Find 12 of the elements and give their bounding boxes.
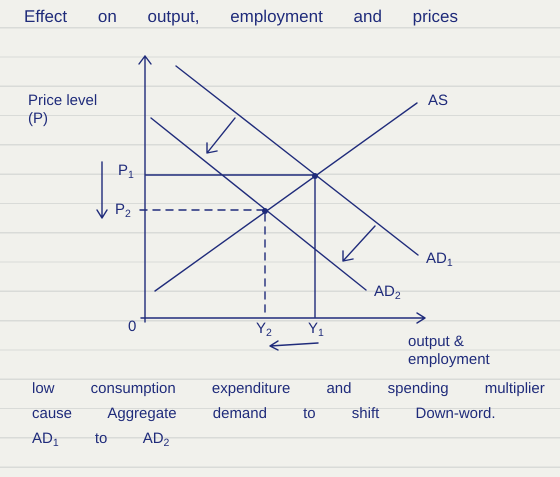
tick-label: P$_{2}$ bbox=[115, 201, 131, 219]
curve-label: AD$_{2}$ bbox=[374, 283, 401, 301]
tick-label: Y$_{2}$ bbox=[256, 320, 272, 338]
axis-title: output & employment bbox=[408, 333, 491, 369]
diagram-title: Effect on output, employment and prices bbox=[24, 7, 458, 27]
caption: low consumption expenditure and spending multiplier cause Aggregate demand to shift Down-word. AD$_{1}$ to AD$_{2}$ bbox=[32, 379, 546, 451]
curve-label: AS bbox=[428, 92, 448, 110]
axis-title: Price level (P) bbox=[28, 92, 98, 128]
tick-label: P$_{1}$ bbox=[118, 162, 134, 180]
origin-label: 0 bbox=[128, 318, 136, 336]
tick-label: Y$_{1}$ bbox=[308, 320, 324, 338]
curve-label: AD$_{1}$ bbox=[426, 250, 453, 268]
